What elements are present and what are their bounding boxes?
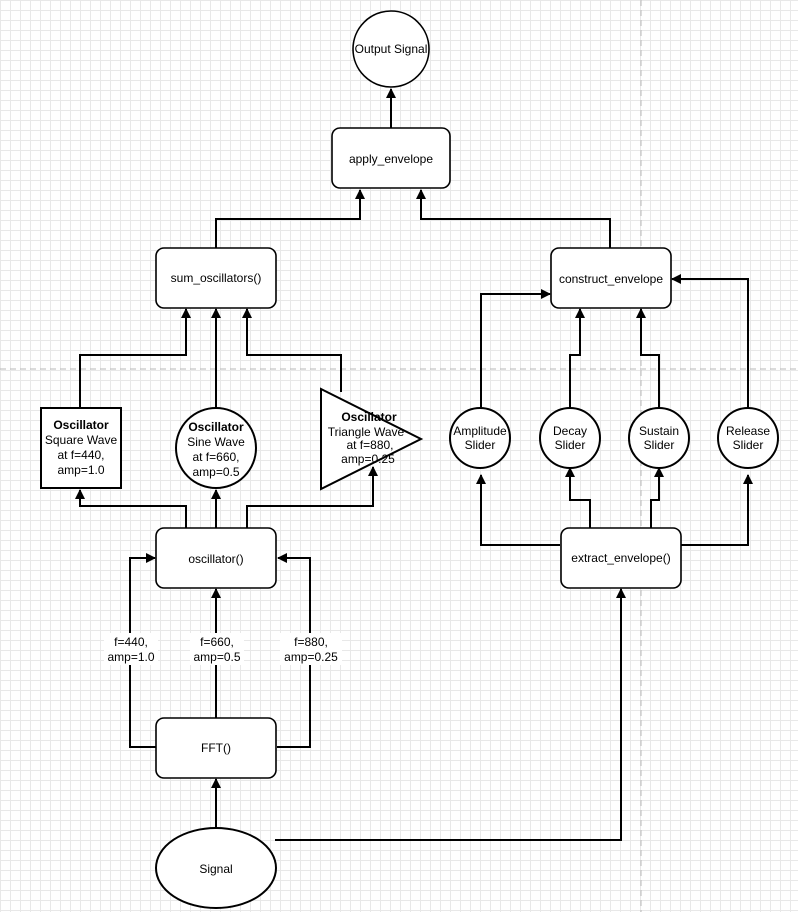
node-decay-slider[interactable]: Decay Slider — [539, 407, 601, 469]
edge-square-to-sum — [79, 308, 191, 408]
edge-label-f660-line1: f=660, — [200, 635, 234, 649]
node-signal[interactable]: Signal — [155, 827, 277, 909]
osc-sine-line1: Sine Wave — [187, 435, 245, 449]
node-extract-envelope[interactable]: extract_envelope() — [560, 527, 682, 589]
osc-sine-line2: at f=660, — [192, 450, 239, 464]
decay-slider-line1: Decay — [553, 424, 587, 438]
edge-extract-to-amplitude — [476, 474, 560, 546]
edge-label-f440: f=440, amp=1.0 — [104, 633, 158, 665]
edge-label-f440-line1: f=440, — [114, 635, 148, 649]
node-output-signal[interactable]: Output Signal — [352, 10, 430, 88]
amplitude-slider-line1: Amplitude — [453, 424, 507, 438]
osc-triangle-line3: amp=0.25 — [341, 452, 395, 466]
osc-square-line1: Square Wave — [45, 433, 118, 447]
node-amplitude-slider[interactable]: Amplitude Slider — [449, 407, 511, 469]
osc-square-line3: amp=1.0 — [57, 463, 104, 477]
edge-amplitude-to-construct — [480, 289, 551, 408]
oscillator-fn-label: oscillator() — [188, 552, 243, 566]
edge-extract-to-release — [681, 474, 753, 546]
edge-construct-to-apply — [416, 189, 611, 248]
edges — [75, 88, 753, 841]
edge-label-f440-line2: amp=1.0 — [107, 650, 154, 664]
node-sustain-slider[interactable]: Sustain Slider — [628, 407, 690, 469]
node-oscillator-fn[interactable]: oscillator() — [155, 527, 277, 589]
osc-triangle-title: Oscillator — [341, 410, 397, 424]
node-fft[interactable]: FFT() — [155, 717, 277, 779]
node-construct-envelope[interactable]: construct_envelope — [550, 247, 672, 309]
sum-oscillators-label: sum_oscillators() — [171, 271, 262, 285]
apply-envelope-label: apply_envelope — [349, 152, 433, 166]
node-release-slider[interactable]: Release Slider — [717, 407, 779, 469]
edge-oscillator-to-triangle — [246, 466, 378, 528]
edge-sustain-to-construct — [636, 308, 660, 408]
edge-extract-to-decay — [565, 467, 591, 528]
edge-decay-to-construct — [569, 308, 585, 408]
osc-square-title: Oscillator — [53, 418, 109, 432]
amplitude-slider-line2: Slider — [465, 438, 496, 452]
node-oscillator-square[interactable]: Oscillator Square Wave at f=440, amp=1.0 — [40, 407, 122, 489]
release-slider-line1: Release — [726, 424, 770, 438]
node-oscillator-sine[interactable]: Oscillator Sine Wave at f=660, amp=0.5 — [175, 407, 257, 489]
signal-label: Signal — [199, 862, 232, 876]
edge-signal-to-extract — [275, 588, 626, 841]
edge-release-to-construct — [671, 274, 749, 408]
release-slider-line2: Slider — [733, 438, 764, 452]
output-signal-label: Output Signal — [355, 42, 428, 56]
osc-sine-line3: amp=0.5 — [192, 465, 239, 479]
sustain-slider-line1: Sustain — [639, 424, 679, 438]
edge-label-f880: f=880, amp=0.25 — [280, 633, 342, 665]
fft-label: FFT() — [201, 741, 231, 755]
node-apply-envelope[interactable]: apply_envelope — [331, 127, 451, 189]
construct-envelope-label: construct_envelope — [559, 272, 663, 286]
osc-triangle-line1: Triangle Wave — [328, 425, 405, 439]
sustain-slider-line2: Slider — [644, 438, 675, 452]
edge-sum-to-apply — [215, 189, 365, 248]
decay-slider-line2: Slider — [555, 438, 586, 452]
osc-triangle-line2: at f=880, — [346, 438, 393, 452]
edge-label-f660: f=660, amp=0.5 — [190, 633, 244, 665]
node-sum-oscillators[interactable]: sum_oscillators() — [155, 247, 277, 309]
node-oscillator-triangle[interactable]: Oscillator Triangle Wave at f=880, amp=0… — [320, 387, 424, 491]
edge-label-f880-line1: f=880, — [294, 635, 328, 649]
edge-triangle-to-sum — [242, 308, 342, 392]
edge-label-f660-line2: amp=0.5 — [193, 650, 240, 664]
edge-extract-to-sustain — [650, 467, 664, 528]
osc-square-line2: at f=440, — [57, 448, 104, 462]
edge-oscillator-to-square — [75, 489, 187, 528]
extract-envelope-label: extract_envelope() — [571, 551, 670, 565]
edge-label-f880-line2: amp=0.25 — [284, 650, 338, 664]
osc-sine-title: Oscillator — [188, 420, 244, 434]
